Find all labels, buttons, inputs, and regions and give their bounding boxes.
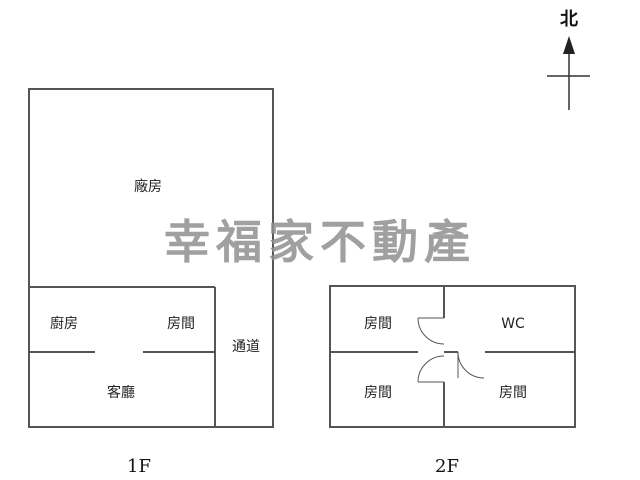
room-label-kitchen: 廚房 xyxy=(50,315,78,332)
floor2-plan xyxy=(329,285,576,428)
door-swings xyxy=(417,317,485,383)
floor2-outline xyxy=(329,285,576,428)
floor1-plan xyxy=(28,88,274,428)
watermark-text: 幸福家不動產 xyxy=(164,215,476,269)
compass-label: 北 xyxy=(560,9,578,30)
door-swing-top-left xyxy=(417,317,445,345)
north-compass: 北 xyxy=(547,9,590,110)
room-label-factory: 廠房 xyxy=(134,178,162,195)
room-label-room-bottom-left: 房間 xyxy=(364,385,392,401)
room-label-living: 客廳 xyxy=(107,384,135,401)
room-label-corridor: 通道 xyxy=(232,339,260,355)
room-label-room-top-left: 房間 xyxy=(364,316,392,332)
floor1-outline xyxy=(28,88,274,428)
room-label-wc: WC xyxy=(501,316,525,332)
door-swing-right xyxy=(457,351,485,379)
north-arrow-icon xyxy=(563,36,575,54)
room-label-room: 房間 xyxy=(167,316,195,332)
floor2-label: 2F xyxy=(435,456,459,477)
room-label-room-bottom-right: 房間 xyxy=(499,385,527,401)
door-swing-bottom-left xyxy=(417,355,445,383)
floor1-label: 1F xyxy=(127,456,151,477)
